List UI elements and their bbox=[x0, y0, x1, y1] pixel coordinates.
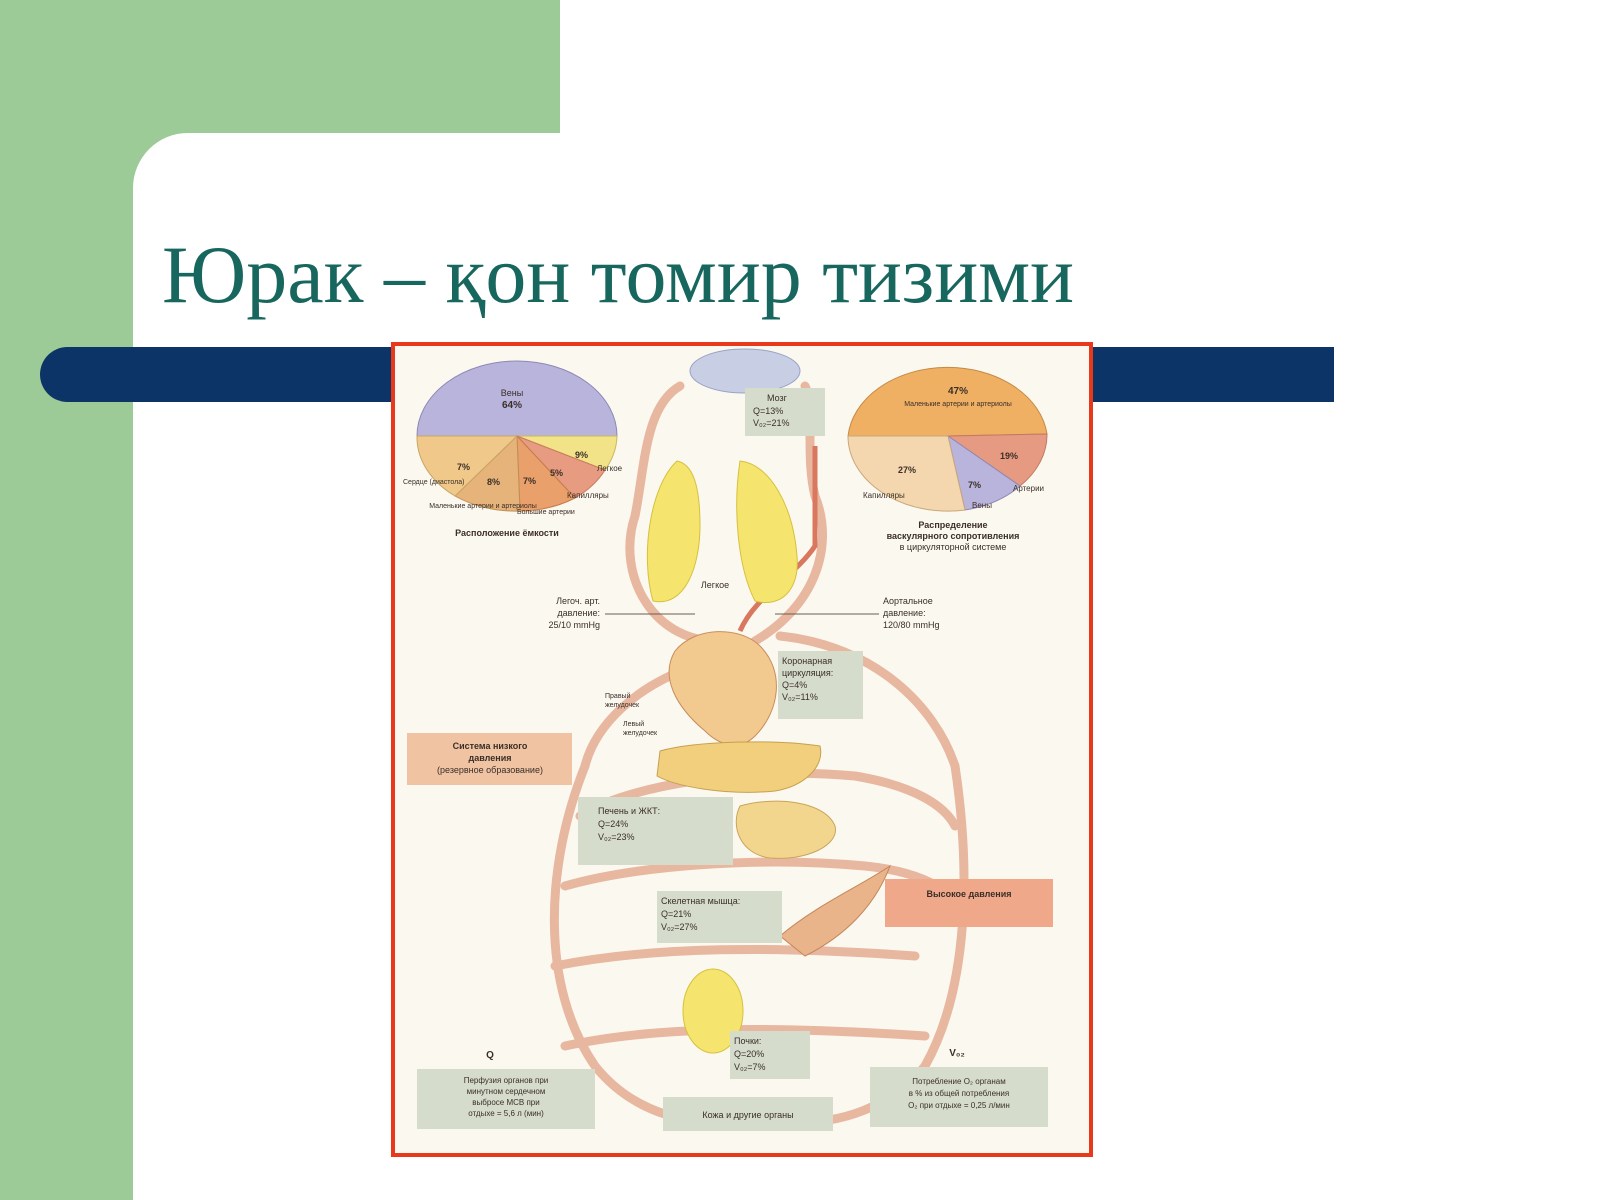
pie-right-arteries-value: 19% bbox=[1000, 451, 1018, 461]
pie-left-slice-veins bbox=[416, 360, 618, 437]
intestine-shape bbox=[735, 800, 836, 859]
pie-right-small-arteries-label: Маленькие артерии и артериолы bbox=[904, 401, 1012, 408]
v-heading: V₀₂ bbox=[949, 1048, 965, 1059]
right-lung-shape bbox=[736, 460, 798, 603]
pie-right-veins-value: 7% bbox=[968, 480, 981, 490]
o2-consumption-line2: в % из общей потребления bbox=[909, 1089, 1009, 1098]
pie-left-veins-label: Вены bbox=[501, 388, 523, 398]
muscle-info-box bbox=[657, 891, 782, 943]
perfusion-line4: отдыхе = 5,6 л (мин) bbox=[468, 1109, 544, 1118]
pie-right-small-arteries-value: 47% bbox=[948, 386, 968, 397]
skin-box bbox=[663, 1097, 833, 1131]
pie-right-slice-capillaries bbox=[847, 435, 966, 512]
pie-right-caption-line3: в циркуляторной системе bbox=[900, 542, 1007, 552]
brain-shape bbox=[689, 348, 801, 394]
pie-left-lung-label: Легкое bbox=[597, 464, 623, 473]
perfusion-line2: минутном сердечном bbox=[467, 1087, 546, 1096]
skin-label: Кожа и другие органы bbox=[702, 1110, 793, 1120]
perfusion-line3: выбросе МСВ при bbox=[472, 1098, 539, 1107]
pie-right-caption-line2: васкулярного сопротивления bbox=[887, 531, 1020, 541]
liver-info-box bbox=[578, 797, 733, 865]
coronary-label-line1: Коронарная bbox=[782, 656, 832, 666]
kidney-shape bbox=[682, 968, 744, 1054]
cardiovascular-diagram: Вены 64% 9% Легкое 5% Капилляры 7% Больш… bbox=[391, 342, 1093, 1157]
slide-title: Юрак – қон томир тизими bbox=[162, 229, 1074, 320]
pie-right-slice-small-arteries bbox=[847, 366, 1048, 437]
q-heading: Q bbox=[486, 1050, 494, 1061]
kidney-info-box bbox=[730, 1031, 810, 1079]
pie-left-lung-value: 9% bbox=[575, 450, 588, 460]
coronary-v-value: V₀₂=11% bbox=[782, 692, 818, 702]
o2-consumption-box bbox=[870, 1067, 1048, 1127]
capacity-pie-chart: Вены 64% 9% Легкое 5% Капилляры 7% Больш… bbox=[403, 360, 623, 538]
coronary-info-box bbox=[778, 651, 863, 719]
pie-left-slice-small-arteries bbox=[454, 434, 521, 512]
pie-right-arteries-label: Артерии bbox=[1013, 484, 1044, 493]
pie-left-heart-value: 7% bbox=[457, 462, 470, 472]
pulm-pressure-line1: Легоч. арт. bbox=[556, 596, 600, 606]
pie-left-caption: Расположение ёмкости bbox=[455, 528, 559, 538]
high-pressure-box bbox=[885, 879, 1053, 927]
muscle-shape bbox=[779, 864, 892, 957]
heart-shape bbox=[668, 631, 777, 746]
pie-left-slice-heart bbox=[416, 435, 519, 497]
aortic-pressure-line2: давление: bbox=[883, 608, 926, 618]
pulm-pressure-line2: давление: bbox=[557, 608, 600, 618]
liver-label: Печень и ЖКТ: bbox=[598, 806, 660, 816]
pie-left-large-arteries-value: 7% bbox=[523, 476, 536, 486]
pie-right-capillaries-label: Капилляры bbox=[863, 491, 905, 500]
pie-left-small-arteries-label: Маленькие артерии и артериолы bbox=[429, 503, 537, 510]
pie-right-veins-label: Вены bbox=[972, 501, 992, 510]
liver-v-value: V₀₂=23% bbox=[598, 832, 635, 842]
low-pressure-box bbox=[407, 733, 572, 785]
pie-left-heart-label: Сердце (диастола) bbox=[403, 479, 464, 486]
aortic-pressure-line3: 120/80 mmHg bbox=[883, 620, 940, 630]
brain-label: Мозг bbox=[767, 393, 788, 403]
resistance-pie-chart: 47% Маленькие артерии и артериолы 19% Ар… bbox=[847, 366, 1048, 552]
kidney-v-value: V₀₂=7% bbox=[734, 1062, 766, 1072]
right-ventricle-line2: желудочек bbox=[605, 702, 640, 709]
pie-left-capillaries-label: Капилляры bbox=[567, 491, 609, 500]
high-pressure-label: Высокое давления bbox=[926, 889, 1011, 899]
lung-label: Легкое bbox=[701, 580, 729, 590]
kidney-label: Почки: bbox=[734, 1036, 761, 1046]
pie-left-capillaries-value: 5% bbox=[550, 468, 563, 478]
low-pressure-line1: Система низкого bbox=[453, 741, 528, 751]
left-lung-shape bbox=[646, 460, 701, 603]
brain-v-value: V₀₂=21% bbox=[753, 418, 790, 428]
left-ventricle-line1: Левый bbox=[623, 720, 644, 728]
low-pressure-line2: давления bbox=[469, 753, 512, 763]
o2-consumption-line1: Потребление O₂ органам bbox=[912, 1077, 1005, 1086]
left-ventricle-line2: желудочек bbox=[623, 730, 658, 737]
right-ventricle-line1: Правый bbox=[605, 692, 631, 700]
o2-consumption-line3: O₂ при отдыхе = 0,25 л/мин bbox=[908, 1101, 1010, 1110]
aortic-pressure-line1: Аортальное bbox=[883, 596, 933, 606]
brain-info-box bbox=[745, 388, 825, 436]
perfusion-line1: Перфузия органов при bbox=[464, 1076, 549, 1085]
kidney-q-value: Q=20% bbox=[734, 1049, 764, 1059]
pulm-pressure-line3: 25/10 mmHg bbox=[548, 620, 600, 630]
brain-q-value: Q=13% bbox=[753, 406, 783, 416]
muscle-label: Скелетная мышца: bbox=[661, 896, 740, 906]
coronary-q-value: Q=4% bbox=[782, 680, 807, 690]
coronary-label-line2: циркуляция: bbox=[782, 668, 833, 678]
pie-left-large-arteries-label: Большие артерии bbox=[517, 509, 575, 516]
pie-right-caption-line1: Распределение bbox=[918, 520, 987, 530]
muscle-q-value: Q=21% bbox=[661, 909, 691, 919]
pie-right-slice-arteries bbox=[946, 433, 1048, 487]
pie-right-capillaries-value: 27% bbox=[898, 465, 916, 475]
pie-left-small-arteries-value: 8% bbox=[487, 477, 500, 487]
muscle-v-value: V₀₂=27% bbox=[661, 922, 698, 932]
perfusion-box bbox=[417, 1069, 595, 1129]
low-pressure-line3: (резервное образование) bbox=[437, 765, 543, 775]
liver-q-value: Q=24% bbox=[598, 819, 628, 829]
pie-left-veins-value: 64% bbox=[502, 400, 522, 411]
liver-shape bbox=[656, 741, 822, 793]
